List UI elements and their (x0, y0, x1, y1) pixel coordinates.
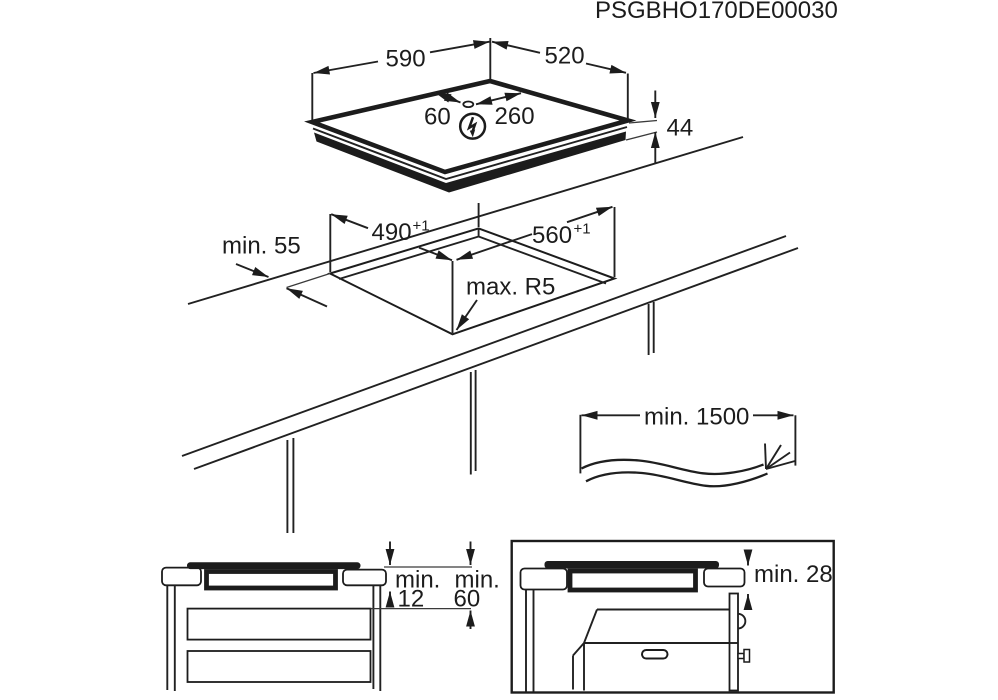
svg-text:260: 260 (495, 103, 535, 130)
svg-text:560: 560 (532, 222, 572, 249)
svg-text:60: 60 (424, 104, 451, 131)
svg-text:520: 520 (545, 43, 585, 70)
svg-text:min. 28: min. 28 (754, 561, 833, 588)
svg-text:PSGBHO170DE00030: PSGBHO170DE00030 (595, 0, 838, 24)
svg-text:490: 490 (372, 219, 412, 246)
svg-text:60: 60 (454, 586, 481, 613)
svg-text:590: 590 (386, 46, 426, 73)
svg-text:min.: min. (395, 567, 440, 594)
svg-text:+1: +1 (574, 221, 591, 238)
svg-text:min. 1500: min. 1500 (644, 404, 749, 431)
svg-text:max. R5: max. R5 (466, 274, 555, 301)
svg-text:min.: min. (455, 567, 500, 594)
svg-text:44: 44 (667, 115, 694, 142)
svg-text:+1: +1 (413, 218, 430, 235)
svg-text:min. 55: min. 55 (222, 233, 301, 260)
svg-text:12: 12 (398, 586, 425, 613)
